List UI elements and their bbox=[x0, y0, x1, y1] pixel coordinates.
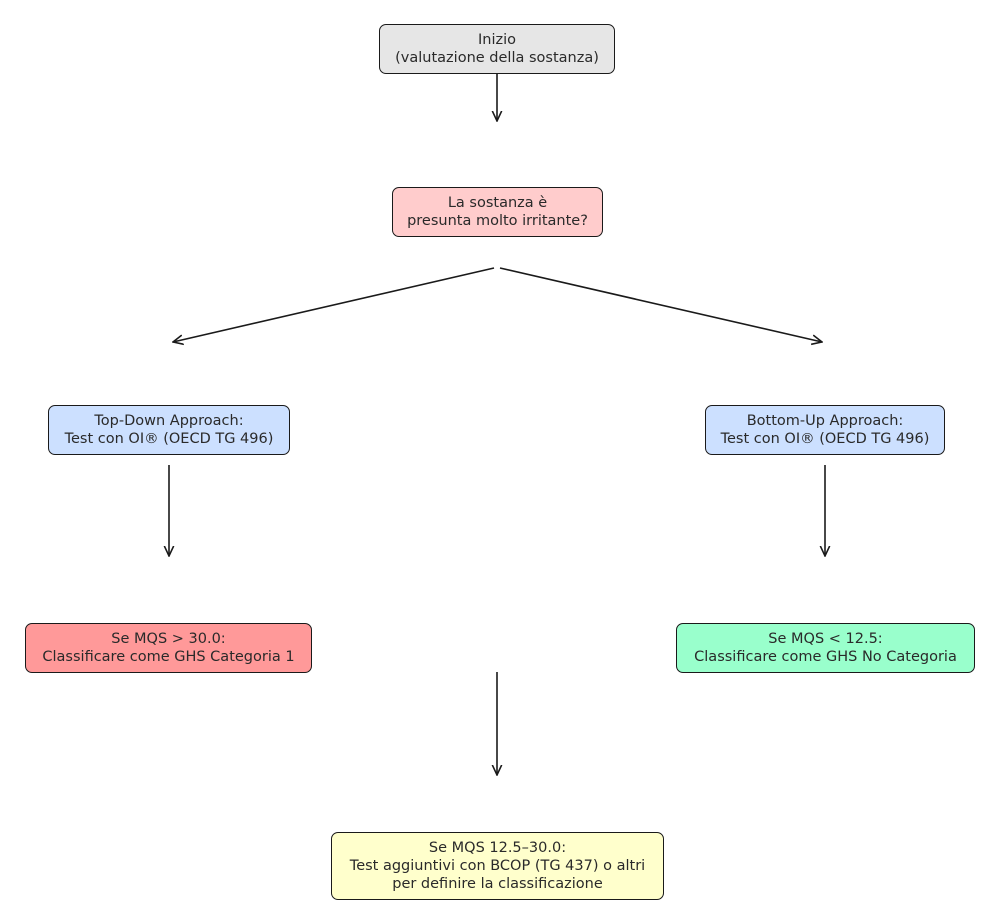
bottom-up-approach-node: Bottom-Up Approach: Test con OI® (OECD T… bbox=[705, 405, 945, 455]
no-category-outcome-node: Se MQS < 12.5: Classificare come GHS No … bbox=[676, 623, 975, 673]
category-1-line-1: Se MQS > 30.0: bbox=[111, 631, 226, 647]
start-node-line-1: Inizio bbox=[477, 32, 516, 48]
category-1-line-2: Classificare come GHS Categoria 1 bbox=[42, 649, 295, 665]
start-node-line-2: (valutazione della sostanza) bbox=[395, 50, 599, 66]
top-down-line-2: Test con OI® (OECD TG 496) bbox=[64, 431, 274, 447]
start-node: Inizio (valutazione della sostanza) bbox=[379, 24, 615, 74]
no-category-line-2: Classificare come GHS No Categoria bbox=[694, 649, 957, 665]
top-down-approach-node: Top-Down Approach: Test con OI® (OECD TG… bbox=[48, 405, 290, 455]
additional-tests-line-1: Se MQS 12.5–30.0: bbox=[428, 840, 567, 856]
bottom-up-line-2: Test con OI® (OECD TG 496) bbox=[720, 431, 930, 447]
decision-node-line-2: presunta molto irritante? bbox=[407, 213, 588, 229]
additional-tests-line-3: per definire la classificazione bbox=[392, 876, 603, 892]
decision-node: La sostanza è presunta molto irritante? bbox=[392, 187, 603, 237]
top-down-line-1: Top-Down Approach: bbox=[94, 413, 244, 429]
bottom-up-line-1: Bottom-Up Approach: bbox=[746, 413, 904, 429]
no-category-line-1: Se MQS < 12.5: bbox=[768, 631, 883, 647]
additional-tests-node: Se MQS 12.5–30.0: Test aggiuntivi con BC… bbox=[331, 832, 664, 900]
decision-node-line-1: La sostanza è bbox=[447, 195, 548, 211]
additional-tests-line-2: Test aggiuntivi con BCOP (TG 437) o altr… bbox=[349, 858, 646, 874]
arrow-question-to-bottomup bbox=[499, 267, 822, 342]
arrow-question-to-topdown bbox=[173, 267, 495, 342]
category-1-outcome-node: Se MQS > 30.0: Classificare come GHS Cat… bbox=[25, 623, 312, 673]
